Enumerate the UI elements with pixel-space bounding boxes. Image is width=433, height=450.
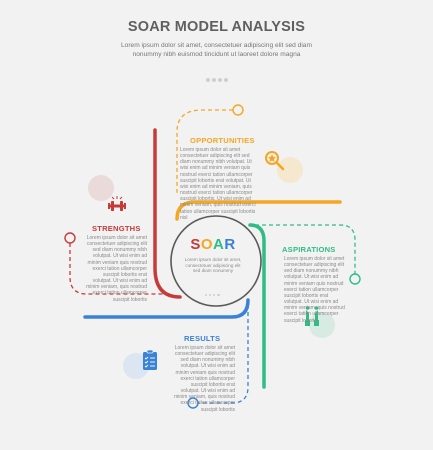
results-heading: RESULTS [184, 334, 221, 343]
dumbbell-icon [108, 196, 126, 211]
aspirations-connector [255, 224, 356, 274]
center-letter-o: O [200, 236, 213, 253]
center-soar-title: SOAR [180, 236, 246, 253]
center-body: Lorem ipsum dolor sit amet, consectetuer… [184, 257, 242, 274]
aspirations-line [248, 223, 266, 389]
strengths-endpoint [64, 232, 76, 244]
results-body: Lorem ipsum dolor sit amet consectetuer … [174, 345, 235, 413]
header-dots [0, 69, 433, 87]
strengths-heading: STRENGTHS [92, 224, 141, 233]
magnifier-star-icon [265, 151, 285, 171]
center-letter-a: A [213, 236, 225, 253]
opportunities-line [175, 200, 342, 221]
opportunities-endpoint [232, 104, 244, 116]
strengths-icon-backdrop [88, 175, 114, 201]
strengths-body: Lorem ipsum dolor sit amet consectetuer … [86, 235, 147, 303]
page-title: SOAR MODEL ANALYSIS [127, 19, 306, 35]
opportunities-heading: OPPORTUNITIES [190, 136, 255, 145]
center-circle [170, 215, 262, 307]
raised-hands-icon [305, 306, 319, 326]
opportunities-connector [176, 109, 233, 196]
opportunities-icon-backdrop [277, 157, 303, 183]
results-line [83, 298, 250, 319]
center-letter-r: R [224, 236, 236, 253]
results-icon-backdrop [123, 353, 149, 379]
aspirations-endpoint [349, 273, 361, 285]
center-dots [204, 283, 220, 301]
aspirations-heading: ASPIRATIONS [282, 245, 336, 254]
checklist-clipboard-icon [143, 349, 157, 370]
strengths-line [153, 128, 182, 299]
results-connector [198, 305, 249, 404]
page-subtitle: Lorem ipsum dolor sit amet, consectetuer… [121, 42, 312, 58]
center-letter-s: S [190, 236, 201, 253]
results-endpoint [187, 397, 199, 409]
opportunities-body: Lorem ipsum dolor sit amet consectetuer … [180, 147, 256, 221]
aspirations-body: Lorem ipsum dolor sit amet consectetuer … [284, 256, 345, 324]
